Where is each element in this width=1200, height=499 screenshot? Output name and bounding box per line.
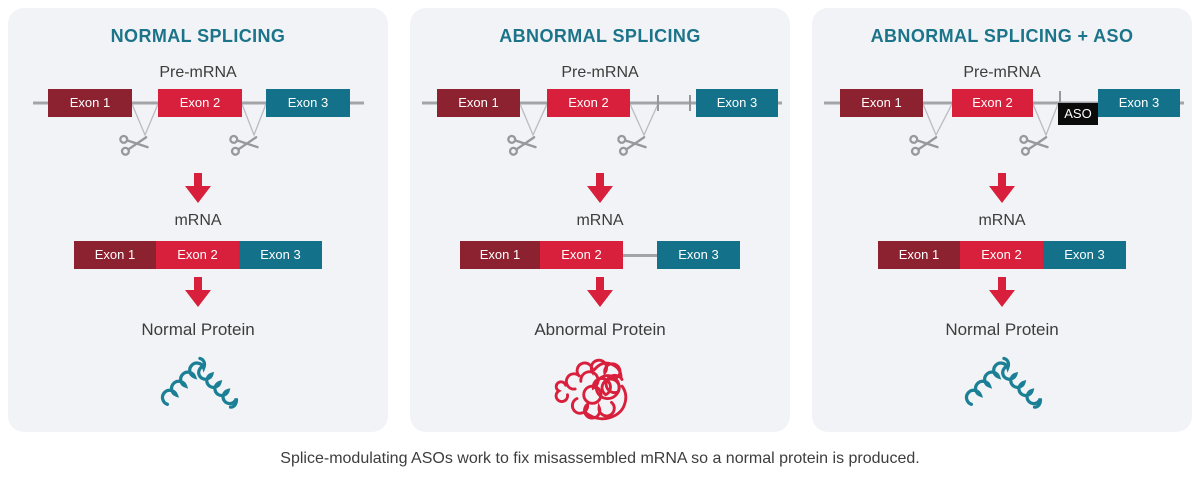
mrna-label: mRNA — [978, 212, 1026, 229]
protein-label: Normal Protein — [141, 320, 255, 339]
panel-title: ABNORMAL SPLICING — [499, 26, 701, 46]
pre-mrna-diagram: Exon 1 Exon 2 Exon 3 — [8, 89, 388, 165]
caption: Splice-modulating ASOs work to fix misas… — [280, 450, 920, 467]
pre-mrna-diagram: ASO Exon 1 Exon 2 Exon 3 — [812, 89, 1192, 165]
abnormal-protein-icon — [554, 358, 628, 421]
scissors-icon — [229, 134, 259, 156]
scissors-icon — [909, 134, 939, 156]
mrna-bar: Exon 1 Exon 2 Exon 3 — [410, 241, 790, 269]
down-arrow-icon — [989, 173, 1015, 203]
mrna-label: mRNA — [174, 212, 222, 229]
exon3-segment: Exon 3 — [1043, 241, 1126, 269]
exon2-box: Exon 2 — [158, 89, 242, 117]
exon2-segment: Exon 2 — [540, 241, 623, 269]
intron-splice-v — [241, 103, 267, 137]
mrna-bar: Exon 1 Exon 2 Exon 3 — [812, 241, 1192, 269]
normal-protein-icon — [964, 356, 1043, 409]
mrna-label: mRNA — [576, 212, 624, 229]
exon2-segment: Exon 2 — [156, 241, 239, 269]
exon2-box: Exon 2 — [547, 89, 630, 117]
exon3-box: Exon 3 — [266, 89, 350, 117]
intron-splice-v — [1032, 103, 1059, 137]
retained-intron-connector — [623, 253, 657, 257]
exon1-segment: Exon 1 — [878, 241, 960, 269]
intron-splice-v — [922, 103, 953, 137]
panel-normal-splicing: NORMAL SPLICING Pre-mRNA Exon 1 Exon 2 E… — [8, 8, 388, 432]
pre-mrna-label: Pre-mRNA — [561, 64, 639, 81]
protein-label: Abnormal Protein — [534, 320, 666, 339]
pre-mrna-label: Pre-mRNA — [963, 64, 1041, 81]
pre-mrna-diagram: Exon 1 Exon 2 Exon 3 — [410, 89, 790, 165]
normal-protein-icon — [160, 356, 239, 409]
mrna-bar: Exon 1 Exon 2 Exon 3 — [8, 241, 388, 269]
down-arrow-icon — [587, 173, 613, 203]
exon3-box: Exon 3 — [1098, 89, 1180, 117]
intron-splice-v — [131, 103, 159, 137]
scissors-icon — [119, 134, 149, 156]
exon2-box: Exon 2 — [952, 89, 1033, 117]
exon1-box: Exon 1 — [840, 89, 923, 117]
exon2-segment: Exon 2 — [960, 241, 1043, 269]
pre-mrna-label: Pre-mRNA — [159, 64, 237, 81]
exon3-segment: Exon 3 — [239, 241, 322, 269]
down-arrow-icon — [185, 173, 211, 203]
down-arrow-icon — [989, 277, 1015, 307]
scissors-icon — [617, 134, 647, 156]
aso-box: ASO — [1058, 103, 1098, 125]
exon1-segment: Exon 1 — [460, 241, 540, 269]
panel-abnormal-splicing-aso: ABNORMAL SPLICING + ASO Pre-mRNA ASO Exo… — [812, 8, 1192, 432]
splicing-panels: NORMAL SPLICING Pre-mRNA Exon 1 Exon 2 E… — [8, 8, 1192, 432]
down-arrow-icon — [587, 277, 613, 307]
exon1-box: Exon 1 — [48, 89, 132, 117]
exon1-segment: Exon 1 — [74, 241, 156, 269]
protein-label: Normal Protein — [945, 320, 1059, 339]
scissors-icon — [1019, 134, 1049, 156]
panel-abnormal-splicing: ABNORMAL SPLICING Pre-mRNA Exon 1 Exon 2 — [410, 8, 790, 432]
exon1-box: Exon 1 — [437, 89, 520, 117]
down-arrow-icon — [185, 277, 211, 307]
scissors-icon — [507, 134, 537, 156]
exon3-box: Exon 3 — [696, 89, 778, 117]
panel-title: NORMAL SPLICING — [110, 26, 286, 46]
intron-splice-v — [629, 103, 659, 137]
panel-title: ABNORMAL SPLICING + ASO — [870, 26, 1134, 46]
intron-splice-v — [519, 103, 548, 137]
exon3-segment: Exon 3 — [657, 241, 740, 269]
